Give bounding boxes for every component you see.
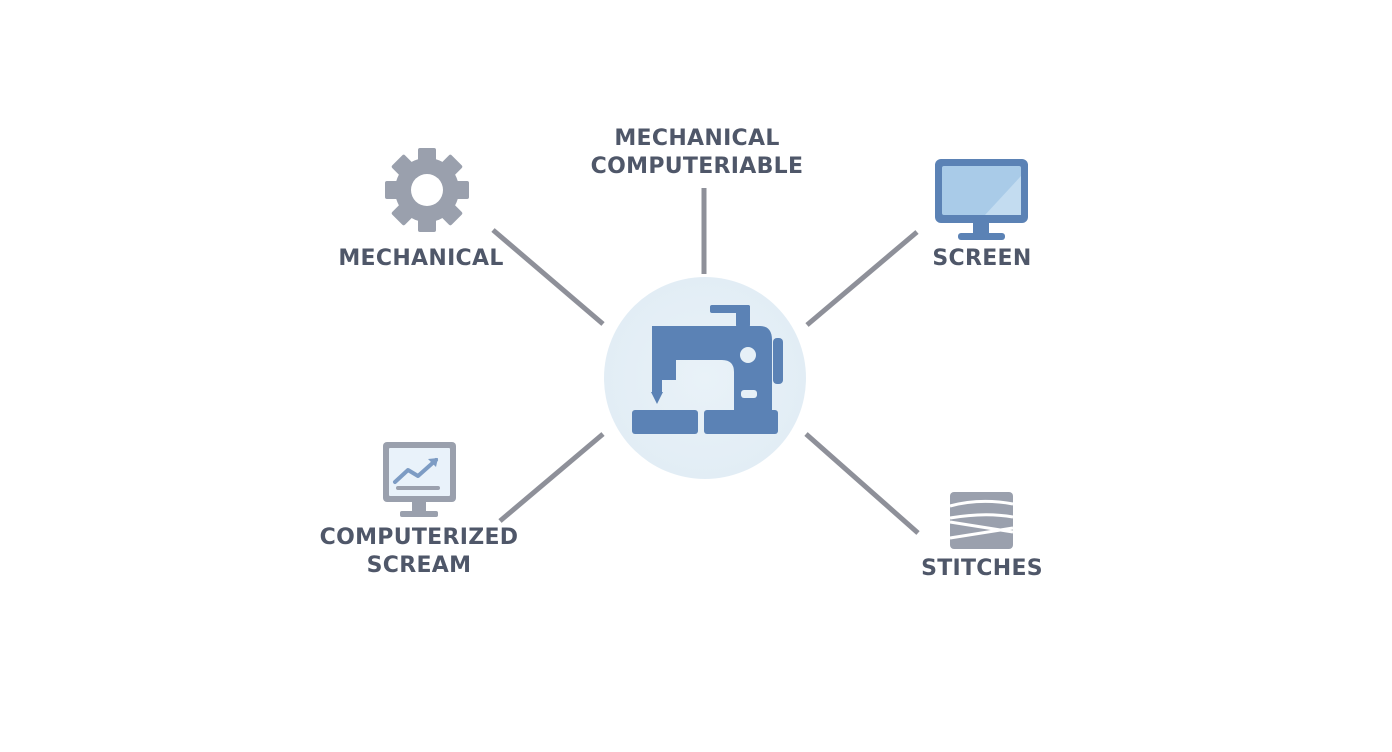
connector-top-left <box>491 228 605 326</box>
node-top-right-label: SCREEN <box>932 246 1032 271</box>
connector-bottom-right <box>804 432 920 535</box>
monitor-chart-icon <box>383 442 456 517</box>
node-top-label: MECHANICAL COMPUTERIABLE <box>591 125 804 181</box>
connector-bottom-left <box>498 432 605 523</box>
sewing-machine-icon <box>632 305 783 434</box>
connector-top-right <box>805 230 919 327</box>
node-bottom-left-label-line2: SCREAM <box>366 553 472 578</box>
monitor-icon <box>935 159 1028 240</box>
node-top-left-label: MECHANICAL <box>338 246 504 271</box>
stitches-icon <box>949 492 1014 549</box>
node-bottom-left-label-line1: COMPUTERIZED <box>319 525 519 550</box>
node-bottom-right-label: STITCHES <box>921 556 1043 581</box>
node-bottom-left-label: COMPUTERIZED SCREAM <box>320 524 519 580</box>
node-top-label-line1: MECHANICAL <box>614 126 780 151</box>
node-top-label-line2: COMPUTERIABLE <box>590 154 804 179</box>
gear-icon <box>385 148 469 232</box>
